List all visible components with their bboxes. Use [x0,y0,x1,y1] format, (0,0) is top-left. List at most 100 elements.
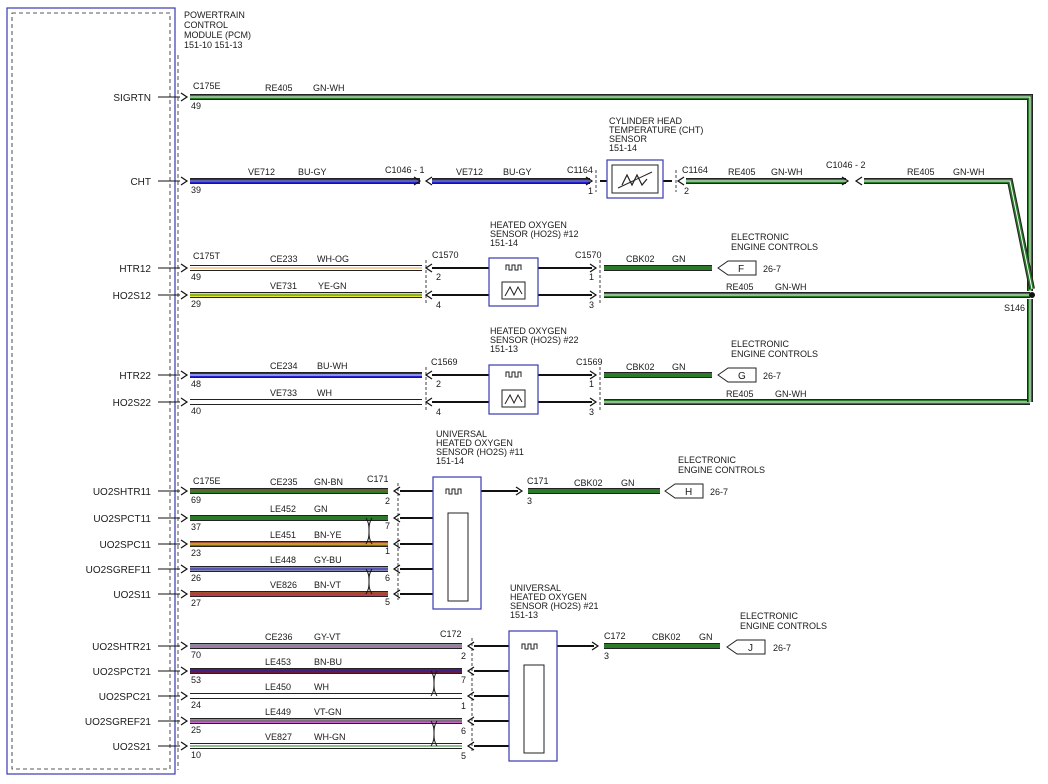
wire-circuit: CBK02 [626,254,655,264]
connector-chevron-icon [841,176,850,186]
pcm-pin-number: 53 [191,675,201,685]
wire-color: GN-WH [771,167,803,177]
ref-title-line: ELECTRONIC [678,455,737,465]
wire-label: WH-GN [314,732,346,742]
pcm-pin-number: 23 [191,548,201,558]
uho2s21-pin: 6 [461,726,466,736]
cht-in-pin: 1 [588,186,593,196]
uho2s11-out-connector: C171 [527,476,549,486]
pcm-pin-label: UO2SHTR11 [93,487,152,498]
connector-label: C175E [193,81,221,91]
ho2s22-pin: 1 [589,379,594,389]
ref-title-line: ELECTRONIC [731,339,790,349]
wire-label: LE450 [265,682,291,692]
uho2s11-title-line: SENSOR (HO2S) #11 [436,447,524,457]
ho2s12-title-line: HEATED OXYGEN [490,220,567,230]
sensor-cell-icon [447,512,469,602]
connector-chevron-icon [585,176,594,186]
pcm-pin-label: UO2SPCT21 [93,667,152,678]
pcm-pin-number: 48 [191,379,201,389]
splice-dot [1029,292,1035,298]
pcm-pin-number: 27 [191,598,201,608]
ref-page: 26-7 [763,264,781,274]
ref-title-line: ENGINE CONTROLS [678,465,765,475]
twisted-pair-icon [430,670,438,697]
pcm-pin-arrow-icon [180,486,189,496]
uho2s21-connector: C172 [440,629,462,639]
ho2s12-pin: 1 [589,272,594,282]
ho2s22-connector-left: C1569 [431,357,458,367]
ho2s12-pin: 4 [436,300,441,310]
pcm-title: POWERTRAIN CONTROL MODULE (PCM) 151-10 1… [184,10,251,50]
wire-color: GN-WH [953,167,985,177]
connector-chevron-icon [589,290,598,300]
connector-chevron-icon [413,176,422,186]
pcm-pin-label: UO2SPC11 [99,540,151,551]
pcm-pin-number: 49 [191,272,201,282]
uho2s21-pin: 1 [461,701,466,711]
pcm-pin-label: UO2S21 [113,742,152,753]
pcm-pin-label: UO2S11 [113,590,151,601]
uho2s11-box [432,476,482,610]
wire-circuit: VE712 [456,167,483,177]
uho2s11-out-pin: 3 [527,496,532,506]
ho2s12-sensor: HEATED OXYGEN SENSOR (HO2S) #12 151-14 C… [432,220,818,310]
page-ref-flag-icon [726,639,766,655]
pcm-pin-arrow-icon [180,716,189,726]
sensor-element-icon [501,281,526,300]
pcm-title-line: CONTROL [184,20,228,30]
pcm-pin-label: SIGRTN [113,93,151,104]
ref-title-line: ELECTRONIC [731,232,790,242]
uho2s21-pin: 2 [461,651,466,661]
cht-return-diagonal [990,178,1035,290]
return-bus-stripe [1024,96,1031,291]
connector-chevron-icon [424,263,433,273]
wire-circuit: RE405 [726,282,754,292]
connector-chevron-icon [392,513,401,523]
heater-icon [505,264,522,271]
pcm-pin-label: CHT [130,177,151,188]
uho2s21-pin: 7 [461,675,466,685]
ref-title-line: ENGINE CONTROLS [740,621,827,631]
pcm-pin-number: 39 [191,185,201,195]
pcm-pin-arrow-icon [180,589,189,599]
ref-letter: H [685,487,692,498]
connector-chevron-icon [466,741,475,751]
pcm-pin-number: 69 [191,495,201,505]
uho2s21-sensor: UNIVERSAL HEATED OXYGEN SENSOR (HO2S) #2… [440,583,827,762]
wire-label: GY-VT [314,632,341,642]
uho2s21-title-line: HEATED OXYGEN [510,592,587,602]
heater-icon [521,643,538,650]
ref-page: 26-7 [773,643,791,653]
pcm-pin-number: 25 [191,725,201,735]
connector-chevron-icon [424,290,433,300]
ref-title-line: ELECTRONIC [740,611,799,621]
sensor-wave-icon [504,393,523,405]
connector-chevron-icon [424,370,433,380]
uho2s11-pin: 7 [385,521,390,531]
wire-label: VE827 [265,732,292,742]
ref-title-line: ENGINE CONTROLS [731,242,818,252]
wire-color: GN [672,362,686,372]
wire-label: VE712 [248,167,275,177]
page-ref-flag-icon [717,367,757,383]
pcm-pin-number: 24 [191,700,201,710]
uho2s21-out-pin: 3 [604,651,609,661]
twisted-pair-icon [365,517,373,545]
pcm-pin-arrow-icon [180,666,189,676]
pcm-pin-arrow-icon [180,691,189,701]
wire-label: GN-BN [314,477,343,487]
ho2s22-connector-right: C1569 [576,357,603,367]
uho2s11-pin: 5 [385,597,390,607]
pcm-pin-arrow-icon [180,397,189,407]
ho2s22-pin: 2 [436,379,441,389]
wire-circuit: RE405 [907,167,935,177]
ho2s22-pin: 3 [589,407,594,417]
heater-icon [445,488,462,495]
wire-label: LE448 [270,555,296,565]
connector-chevron-icon [392,486,401,496]
connector-chevron-icon [466,666,475,676]
ref-letter: G [738,371,746,382]
pcm-pin-label: HTR22 [119,371,151,382]
